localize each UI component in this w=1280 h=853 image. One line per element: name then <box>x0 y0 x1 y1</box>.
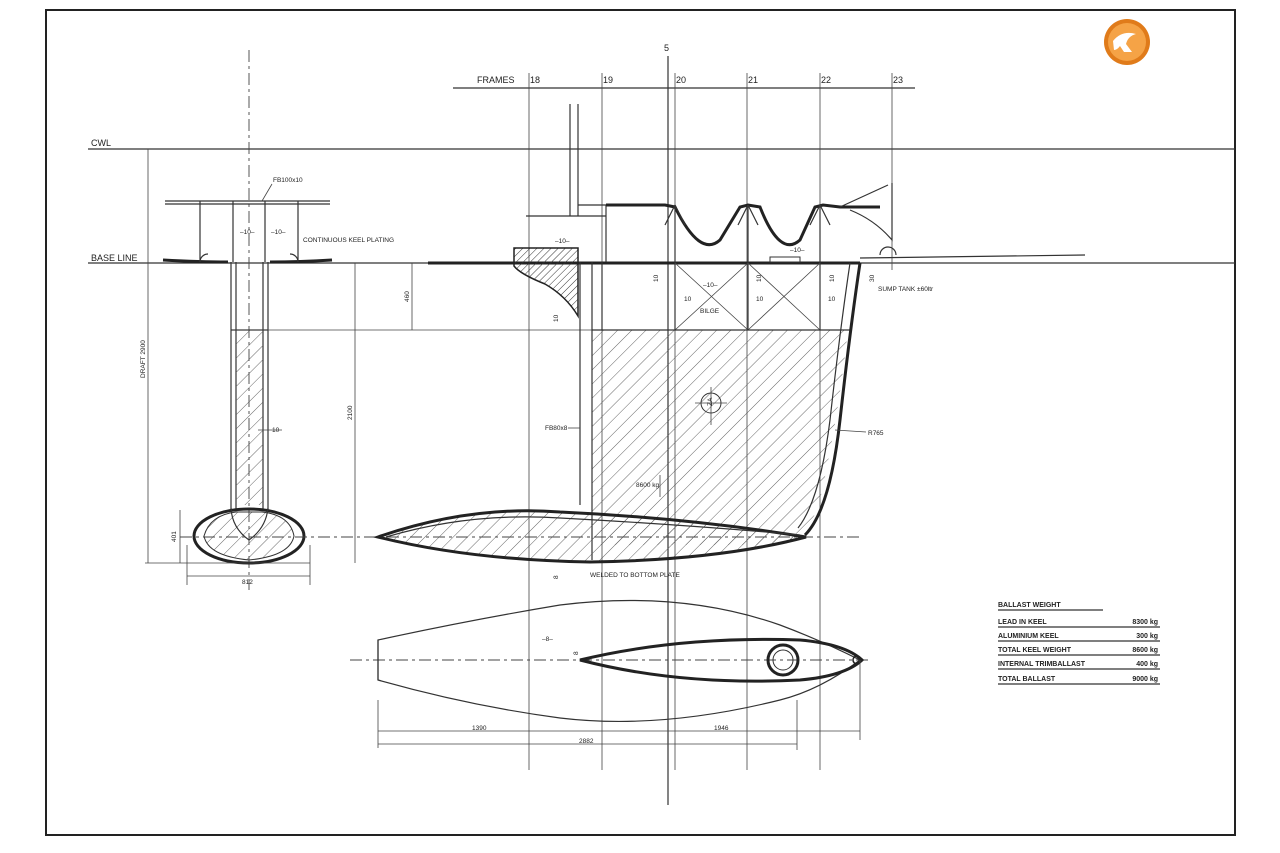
draft-label: DRAFT 2900 <box>140 340 147 378</box>
fb80-label: FB80x8 <box>545 425 568 432</box>
frame-numbers: 18 19 20 21 22 23 <box>530 75 903 85</box>
frame-number: 19 <box>603 75 613 85</box>
ballast-row-label: TOTAL BALLAST <box>998 676 1056 683</box>
frame-number: 21 <box>748 75 758 85</box>
keel-plan-view: –8– 8 1390 1946 2882 <box>350 599 870 750</box>
plate-mark: –10– <box>555 238 570 245</box>
ballast-row: INTERNAL TRIMBALLAST 400 kg <box>998 661 1160 670</box>
plate-mark: –10– <box>271 229 286 236</box>
section-number: 5 <box>664 43 669 53</box>
keel-side-elevation: 2100 460 –10– BILGE –10– –10– 10 <box>180 104 1086 579</box>
plate-thickness-v: 10 <box>553 314 560 322</box>
ballast-table-title: BALLAST WEIGHT <box>998 602 1061 609</box>
plate-mark: –10– <box>240 229 255 236</box>
plate-thickness-v: 10 <box>829 274 836 282</box>
ballast-row-label: ALUMINIUM KEEL <box>998 633 1059 640</box>
ballast-row-value: 400 kg <box>1136 661 1158 668</box>
plate-mark: –8– <box>542 636 553 643</box>
r765-label: R765 <box>868 430 884 437</box>
plate-mark: –10– <box>790 247 805 254</box>
ballast-row: TOTAL BALLAST 9000 kg <box>998 676 1160 685</box>
ballast-row-value: 9000 kg <box>1132 676 1158 683</box>
ballast-table: BALLAST WEIGHT LEAD IN KEEL 8300 kg ALUM… <box>998 602 1160 685</box>
plate-mark: –10– <box>703 282 718 289</box>
keel-weight-label: 8600 kg <box>636 482 660 489</box>
base-line-label: BASE LINE <box>91 253 138 263</box>
sump-tank-label: SUMP TANK ±60ltr <box>878 286 934 293</box>
dim-1946: 1946 <box>714 725 729 732</box>
plate-thickness-v: 30 <box>869 274 876 282</box>
dim-460: 460 <box>404 291 411 302</box>
drawing-border <box>45 9 1236 836</box>
welded-label: WELDED TO BOTTOM PLATE <box>590 572 680 579</box>
ballast-row-label: INTERNAL TRIMBALLAST <box>998 661 1086 668</box>
dim-2100: 2100 <box>347 405 354 420</box>
bilge-label: BILGE <box>700 308 720 315</box>
frame-number: 20 <box>676 75 686 85</box>
ballast-row: LEAD IN KEEL 8300 kg <box>998 619 1160 628</box>
dim-2882: 2882 <box>579 738 594 745</box>
fb100-label: FB100x10 <box>273 177 303 184</box>
za-label: ZA <box>707 397 714 406</box>
dim-812: 812 <box>242 579 253 586</box>
stem-thickness: 10 <box>272 427 280 434</box>
keel-plating-label: CONTINUOUS KEEL PLATING <box>303 237 394 244</box>
brand-logo-icon <box>1104 19 1150 65</box>
plate-thickness-v: 10 <box>653 274 660 282</box>
cwl-label: CWL <box>91 138 111 148</box>
ballast-row-label: LEAD IN KEEL <box>998 619 1047 626</box>
plate-thickness: 10 <box>756 296 764 303</box>
plate-thickness-v: 10 <box>756 274 763 282</box>
ballast-row-value: 8600 kg <box>1132 647 1158 654</box>
ballast-row-label: TOTAL KEEL WEIGHT <box>998 647 1072 654</box>
frame-number: 22 <box>821 75 831 85</box>
keel-cross-section: FB100x10 –10– –10– CONTINUOUS KEEL PLATI… <box>140 50 394 590</box>
plate-thickness-v: 8 <box>573 651 580 655</box>
dim-1390: 1390 <box>472 725 487 732</box>
plate-thickness-v: 8 <box>553 575 560 579</box>
ballast-row-value: 300 kg <box>1136 633 1158 640</box>
ballast-row-value: 8300 kg <box>1132 619 1158 626</box>
frame-number: 23 <box>893 75 903 85</box>
frames-label: FRAMES <box>477 75 515 85</box>
frame-number: 18 <box>530 75 540 85</box>
plate-thickness: 10 <box>684 296 692 303</box>
plate-thickness: 10 <box>828 296 836 303</box>
dim-401: 401 <box>171 531 178 542</box>
ballast-row: TOTAL KEEL WEIGHT 8600 kg <box>998 647 1160 656</box>
ballast-row: ALUMINIUM KEEL 300 kg <box>998 633 1160 642</box>
